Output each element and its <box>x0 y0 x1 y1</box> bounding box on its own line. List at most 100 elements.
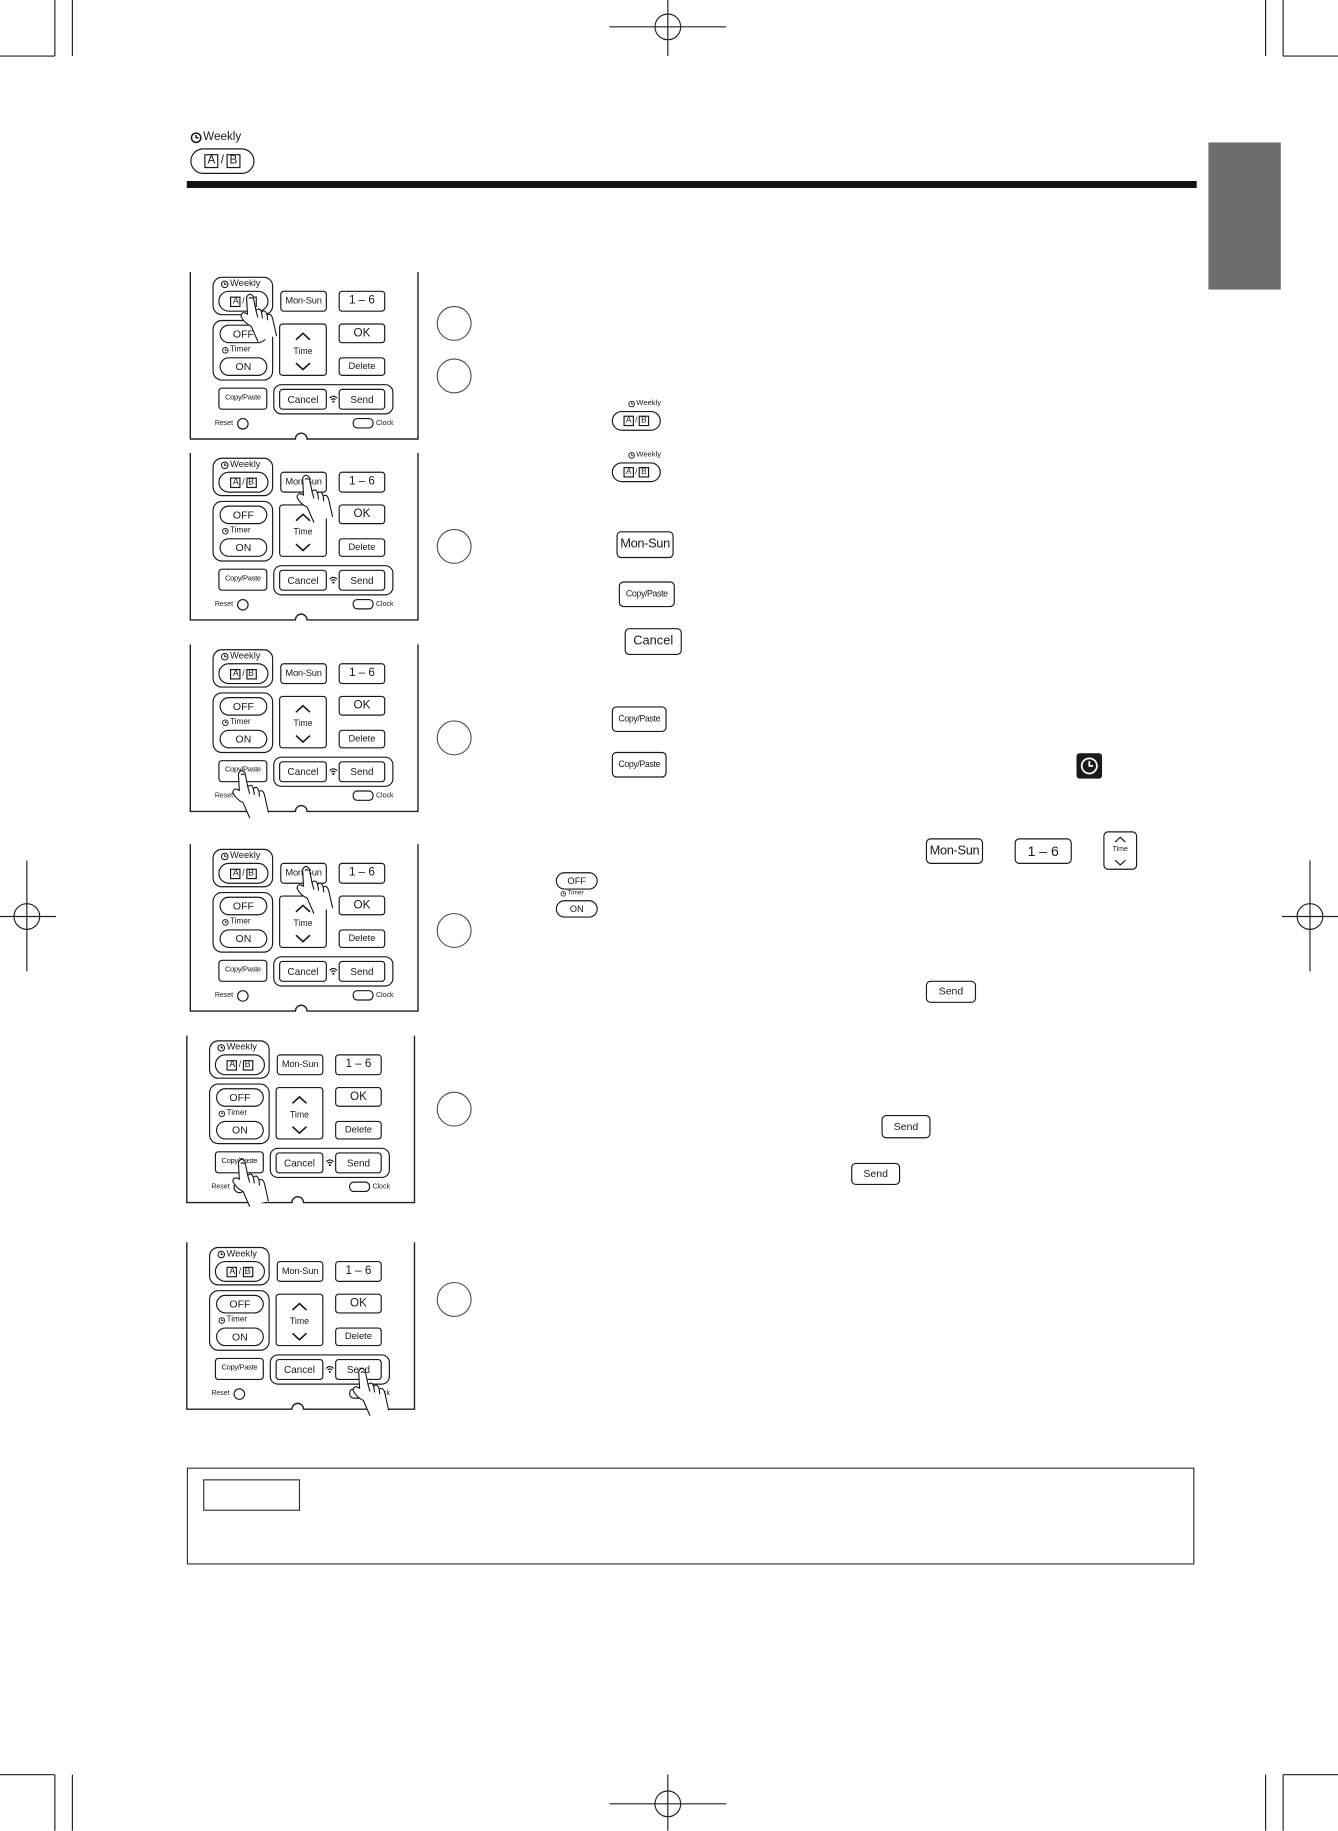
remote-panel-5: Weekly A / B Mon-Sun 1 – 6 OFF Timer ON … <box>181 1035 420 1211</box>
chevron-up-icon <box>291 1095 308 1104</box>
clock-icon <box>220 279 229 288</box>
timer-label: Timer <box>218 1316 247 1324</box>
inline-mon-sun-button: Mon-Sun <box>925 838 984 864</box>
chevron-down-icon <box>295 362 311 371</box>
reset-label: Reset <box>214 601 234 609</box>
hand-pointer-icon <box>232 1158 270 1207</box>
hand-pointer-icon <box>232 769 270 818</box>
clock-button <box>352 990 374 1001</box>
timer-set-clock-icon <box>1076 753 1103 779</box>
timer-on-button: ON <box>219 929 268 949</box>
inline-mon-sun-button: Mon-Sun <box>616 531 674 559</box>
ab-separator: / <box>220 154 225 167</box>
weekly-button-group <box>212 649 274 688</box>
timer-label-text: Timer <box>226 1315 248 1324</box>
program-a-letter: A <box>230 476 242 488</box>
clock-label: Clock <box>375 992 394 1000</box>
inline-one-to-six-button: 1 – 6 <box>1014 838 1072 864</box>
wifi-icon <box>329 395 338 403</box>
program-b-letter: B <box>638 467 650 478</box>
clock-icon <box>628 452 635 459</box>
remote-body-outline <box>186 1035 416 1204</box>
timer-button-group <box>212 500 274 562</box>
ab-separator: / <box>238 1059 242 1070</box>
timer-on-button: ON <box>215 1120 264 1140</box>
inline-weekly-text: Weekly <box>636 399 662 408</box>
reset-button <box>237 598 249 611</box>
timer-off-button: OFF <box>219 896 268 916</box>
chevron-down-icon <box>295 543 311 552</box>
inline-time-adjust-icon: Time <box>1103 831 1138 870</box>
header-rule <box>186 180 1197 188</box>
weekly-label: Weekly <box>220 278 260 288</box>
header-weekly-label: Weekly <box>190 131 241 144</box>
copy-paste-button: Copy/Paste <box>218 387 268 410</box>
weekly-ab-button: A / B <box>214 1260 266 1282</box>
timer-label: Timer <box>222 346 251 354</box>
program-a-letter: A <box>230 295 242 307</box>
program-b-letter: B <box>245 668 257 679</box>
timer-label-text: Timer <box>230 718 251 727</box>
time-label: Time <box>293 526 313 538</box>
timer-label: Timer <box>222 918 251 926</box>
send-button: Send <box>335 1359 382 1381</box>
header-ab-oval: A / B <box>190 148 255 174</box>
wifi-icon <box>325 1366 334 1373</box>
timer-off-button: OFF <box>219 697 268 716</box>
inline-timer-off-on-icon: OFF Timer ON <box>555 872 599 918</box>
hand-pointer-icon <box>296 865 334 914</box>
send-button: Send <box>338 569 386 591</box>
timer-label-text: Timer <box>226 1109 248 1118</box>
timer-label: Timer <box>222 527 251 535</box>
weekly-label: Weekly <box>220 851 260 860</box>
hand-pointer-icon <box>296 474 334 523</box>
wifi-icon <box>329 768 338 776</box>
reset-label: Reset <box>214 992 234 1000</box>
step-number-circle <box>436 305 472 341</box>
inline-send-button: Send <box>925 980 977 1003</box>
weekly-button-group <box>208 1246 270 1286</box>
delete-button: Delete <box>338 357 386 376</box>
ok-button: OK <box>335 1293 382 1314</box>
inline-time-label: Time <box>1112 846 1128 854</box>
time-adjust-button: Time <box>275 1086 324 1140</box>
weekly-ab-button: A / B <box>214 1054 266 1076</box>
clock-icon <box>222 346 229 353</box>
cancel-send-group <box>269 1354 390 1385</box>
ab-separator: / <box>238 1265 242 1277</box>
weekly-ab-button: A / B <box>218 471 269 493</box>
chevron-down-icon <box>291 1126 308 1135</box>
ok-button: OK <box>338 895 386 916</box>
timer-on-button: ON <box>219 538 268 557</box>
inline-copy-paste-button: Copy/Paste <box>611 706 667 733</box>
remote-panel-4: Weekly A / B Mon-Sun 1 – 6 OFF Timer ON … <box>184 844 423 1019</box>
wifi-icon <box>329 576 338 584</box>
hand-pointer-icon <box>240 293 278 342</box>
delete-button: Delete <box>335 1120 382 1140</box>
clock-label: Clock <box>375 601 394 609</box>
chevron-up-icon <box>295 704 311 713</box>
timer-on-button: ON <box>215 1327 264 1347</box>
time-label: Time <box>293 345 313 357</box>
ab-separator: / <box>242 867 245 879</box>
one-to-six-button: 1 – 6 <box>335 1260 382 1282</box>
cancel-send-group <box>273 956 394 987</box>
weekly-label-text: Weekly <box>230 650 261 661</box>
cancel-send-group <box>269 1147 390 1179</box>
clock-icon <box>628 401 635 408</box>
weekly-label: Weekly <box>220 459 260 469</box>
ab-separator: / <box>242 476 245 488</box>
cancel-send-group <box>273 384 394 415</box>
program-a-letter: A <box>204 154 219 169</box>
weekly-label: Weekly <box>217 1249 257 1258</box>
mon-sun-button: Mon-Sun <box>280 663 327 685</box>
hand-pointer-icon <box>352 1367 390 1416</box>
program-a-letter: A <box>230 668 242 679</box>
cancel-button: Cancel <box>275 1152 324 1174</box>
inline-on-button: ON <box>555 900 598 918</box>
clock-icon <box>220 652 229 660</box>
step-number-circle <box>436 1091 472 1127</box>
program-a-letter: A <box>227 1059 238 1071</box>
